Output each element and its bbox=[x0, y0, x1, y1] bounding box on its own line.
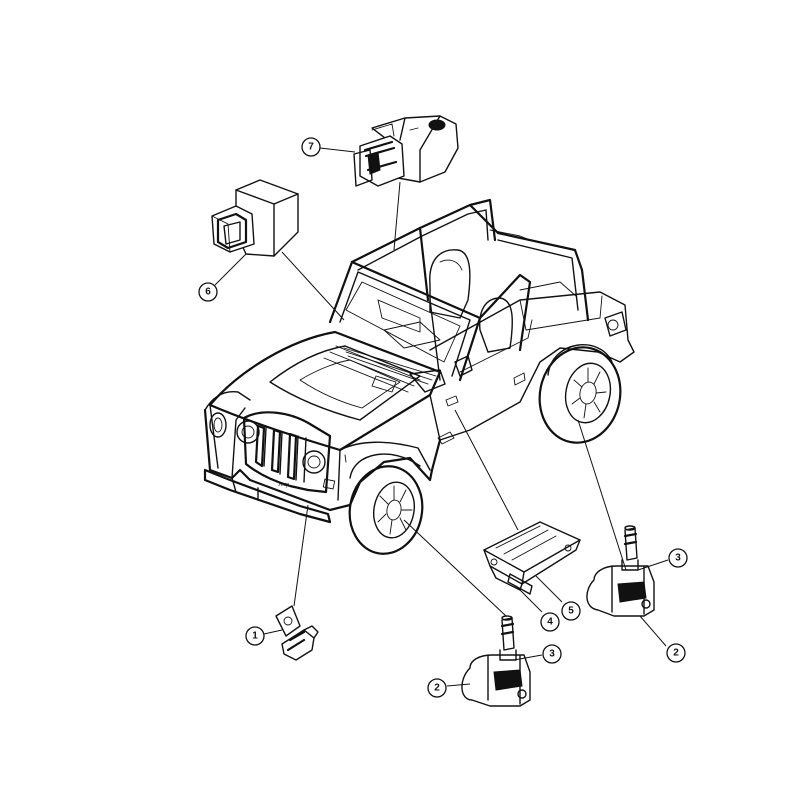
leader-1-a bbox=[263, 629, 283, 635]
callout-2-front-label: 2 bbox=[434, 683, 440, 694]
leader-2-front bbox=[446, 683, 471, 687]
callout-2-front: 2 bbox=[427, 678, 447, 698]
callout-2-rear: 2 bbox=[666, 643, 686, 663]
callout-7: 7 bbox=[301, 137, 321, 157]
leader-rear-wheel bbox=[577, 419, 627, 571]
leader-5 bbox=[535, 575, 563, 603]
leader-3-rear bbox=[637, 559, 669, 571]
sensor-module-7 bbox=[353, 115, 459, 187]
control-module-4-5 bbox=[483, 521, 581, 595]
leader-front-wheel bbox=[403, 519, 507, 617]
leader-3-front bbox=[513, 654, 543, 661]
leader-6-a bbox=[214, 253, 247, 286]
rear-wheel bbox=[538, 344, 622, 444]
roll-cage bbox=[328, 198, 590, 382]
callout-3-rear-label: 3 bbox=[675, 553, 681, 564]
callout-3-front: 3 bbox=[542, 644, 562, 664]
callout-4-label: 4 bbox=[547, 617, 553, 628]
callout-1-label: 1 bbox=[252, 631, 258, 642]
tire-pressure-sensor-rear bbox=[586, 525, 655, 617]
callout-6-label: 6 bbox=[205, 287, 211, 298]
callout-5: 5 bbox=[561, 601, 581, 621]
seats bbox=[383, 249, 577, 353]
callout-3-front-label: 3 bbox=[549, 649, 555, 660]
callout-6: 6 bbox=[198, 282, 218, 302]
callout-1: 1 bbox=[245, 626, 265, 646]
cowl-vents bbox=[343, 347, 446, 393]
front-wheel bbox=[348, 453, 424, 555]
leader-module bbox=[454, 409, 519, 531]
leader-1-b bbox=[293, 504, 309, 607]
callout-3-rear: 3 bbox=[668, 548, 688, 568]
vehicle-illustration: Jeep bbox=[203, 198, 635, 555]
front-bumper bbox=[203, 468, 336, 524]
sensor-bracket-1 bbox=[275, 605, 319, 661]
callout-7-label: 7 bbox=[308, 142, 314, 153]
leader-7-a bbox=[319, 147, 356, 153]
callout-2-rear-label: 2 bbox=[673, 648, 679, 659]
connector-module-6 bbox=[211, 179, 299, 257]
grille-badge: Jeep bbox=[278, 482, 289, 488]
leader-lines bbox=[214, 147, 669, 687]
callout-5-label: 5 bbox=[568, 606, 574, 617]
grille: Jeep bbox=[236, 411, 332, 494]
leader-4 bbox=[515, 585, 543, 613]
tire-pressure-sensor-front bbox=[461, 615, 531, 707]
leader-6-b bbox=[281, 251, 345, 321]
callout-4: 4 bbox=[540, 612, 560, 632]
leader-7-b bbox=[393, 181, 401, 251]
leader-2-rear bbox=[639, 615, 667, 647]
